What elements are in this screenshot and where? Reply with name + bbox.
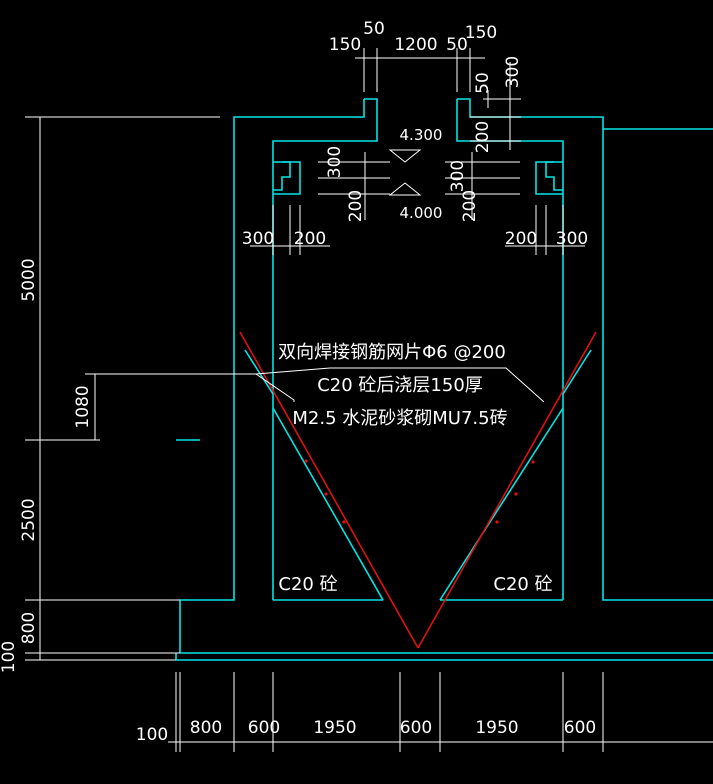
dim-top-150-left: 150 <box>329 35 361 55</box>
dim-inner-left-200: 200 <box>346 190 366 222</box>
dim-inner-right-200: 200 <box>460 190 480 222</box>
dim-top-1200: 1200 <box>394 35 437 55</box>
v-trough-right-outer <box>562 349 592 395</box>
elevation-lower: 4.000 <box>400 204 443 222</box>
dim-wall-left-200: 200 <box>294 229 326 249</box>
reinforcement-lines <box>239 331 597 649</box>
left-wall-outline <box>179 99 365 653</box>
dim-bottom-100: 100 <box>136 725 168 745</box>
right-notch <box>545 161 563 191</box>
dim-inner-left-300: 300 <box>325 146 345 178</box>
dim-wall-left-300: 300 <box>242 229 274 249</box>
label-c20-right: C20 砼 <box>493 574 552 595</box>
structure-outline <box>175 98 713 661</box>
dimension-lines <box>25 48 713 752</box>
dim-bottom-600-c: 600 <box>564 718 596 738</box>
rebar-dot <box>342 520 346 524</box>
dim-bottom-600-a: 600 <box>248 718 280 738</box>
v-trough-left <box>272 407 384 601</box>
dim-left-800: 800 <box>19 612 39 644</box>
rebar-dot <box>495 520 499 524</box>
note-concrete-layer: C20 砼后浇层150厚 <box>317 375 483 396</box>
rebar-dot <box>304 459 308 463</box>
dim-wall-right-300: 300 <box>556 229 588 249</box>
label-c20-left: C20 砼 <box>278 574 337 595</box>
dim-top-150-right: 150 <box>465 23 497 43</box>
rebar-v-left <box>239 331 419 649</box>
dim-bottom-600-b: 600 <box>400 718 432 738</box>
note-masonry: M2.5 水泥砂浆砌MU7.5砖 <box>292 408 507 429</box>
v-trough-right <box>439 407 564 601</box>
dim-left-1080: 1080 <box>73 385 93 428</box>
rebar-dot <box>324 492 328 496</box>
top-opening-right <box>457 98 713 601</box>
dim-left-100: 100 <box>0 641 19 673</box>
rebar-dot <box>531 460 535 464</box>
rebar-dot <box>514 492 518 496</box>
v-trough-left-outer <box>244 349 274 395</box>
dim-bottom-1950-b: 1950 <box>475 718 518 738</box>
dim-right-top-300: 300 <box>503 56 523 88</box>
rebar-v-right <box>417 331 597 649</box>
dim-top-50-left: 50 <box>363 19 385 39</box>
left-notch <box>273 161 291 191</box>
dim-left-2500: 2500 <box>19 498 39 541</box>
dim-right-top-50: 50 <box>473 72 493 94</box>
dim-right-top-200: 200 <box>473 121 493 153</box>
dim-top-50-right: 50 <box>446 35 468 55</box>
elevation-upper: 4.300 <box>400 126 443 144</box>
left-notch-inner <box>273 161 301 195</box>
dim-bottom-800: 800 <box>190 718 222 738</box>
dim-inner-right-300: 300 <box>448 160 468 192</box>
top-opening-left <box>272 98 378 600</box>
dim-bottom-1950-a: 1950 <box>313 718 356 738</box>
dim-wall-right-200: 200 <box>505 229 537 249</box>
right-notch-inner <box>535 161 563 195</box>
dim-left-5000: 5000 <box>19 258 39 301</box>
note-mesh: 双向焊接钢筋网片Φ6 @200 <box>278 342 506 363</box>
